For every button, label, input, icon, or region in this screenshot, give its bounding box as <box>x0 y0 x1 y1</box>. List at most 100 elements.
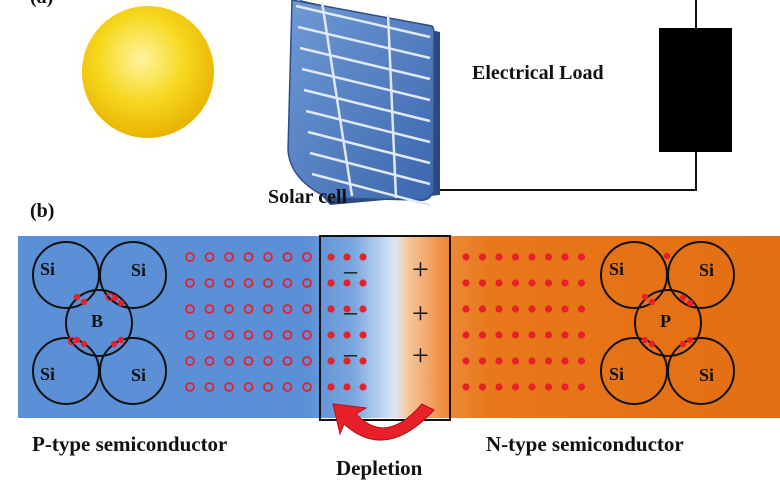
electron <box>544 279 553 287</box>
electron <box>343 279 351 287</box>
electron <box>495 279 503 287</box>
electron <box>327 305 335 313</box>
electron <box>462 383 470 391</box>
hole <box>282 382 293 392</box>
hole <box>263 330 273 340</box>
panel-b-label: (b) <box>30 200 55 222</box>
electron <box>462 305 470 313</box>
electron <box>577 253 586 261</box>
electron <box>544 253 553 261</box>
electron <box>511 305 520 313</box>
electron <box>511 253 520 261</box>
electron <box>561 357 569 365</box>
electron <box>495 357 503 365</box>
electron <box>343 383 351 391</box>
p-type-label: P-type semiconductor <box>32 432 228 456</box>
hole <box>224 252 234 262</box>
hole <box>243 304 254 314</box>
n-type-electrons <box>327 253 586 391</box>
panel-a-label: (a) <box>30 0 53 9</box>
p-lattice-atom-si-2: Si <box>131 260 147 280</box>
electron <box>528 331 536 339</box>
p-lattice-atom-b: B <box>91 311 104 331</box>
hole <box>204 278 215 288</box>
electron <box>544 305 553 313</box>
n-type-lattice <box>600 241 735 405</box>
electron <box>561 279 569 287</box>
n-lattice-atom-p: P <box>660 311 671 331</box>
hole <box>185 382 195 392</box>
electron <box>462 357 470 365</box>
electron <box>528 279 536 287</box>
hole <box>224 356 234 366</box>
electron <box>561 253 569 261</box>
solar-cell-diagram <box>18 0 780 441</box>
p-lattice-atom-si-3: Si <box>40 364 56 384</box>
electron <box>327 331 335 339</box>
solar-panel <box>287 0 440 207</box>
electron <box>544 331 553 339</box>
electron <box>462 331 470 339</box>
n-lattice-atom-si-2: Si <box>699 260 715 280</box>
hole <box>224 330 234 340</box>
electron <box>462 279 470 287</box>
electron <box>359 331 367 339</box>
electron <box>495 305 503 313</box>
negative-charge-1: – <box>344 256 357 285</box>
pn-junction-band <box>18 236 780 418</box>
n-lattice-atom-si-1: Si <box>609 259 625 279</box>
hole <box>243 382 254 392</box>
electron <box>327 383 335 391</box>
depletion-arrow <box>332 403 435 441</box>
p-type-lattice <box>32 241 167 405</box>
hole <box>204 252 215 262</box>
electron <box>577 279 586 287</box>
hole <box>224 278 234 288</box>
hole <box>263 382 273 392</box>
electron <box>495 383 503 391</box>
electron <box>577 383 586 391</box>
hole <box>224 382 234 392</box>
hole <box>204 382 215 392</box>
electrical-load-box <box>659 28 732 152</box>
hole <box>243 278 254 288</box>
hole <box>243 356 254 366</box>
hole <box>243 330 254 340</box>
electron <box>478 383 487 391</box>
electron <box>544 383 553 391</box>
electron <box>478 279 487 287</box>
electron <box>561 383 569 391</box>
negative-charge-2: – <box>344 297 357 326</box>
hole <box>185 356 195 366</box>
n-lattice-atom-si-4: Si <box>699 365 715 385</box>
electron <box>359 357 367 365</box>
hole <box>263 278 273 288</box>
electron <box>343 253 351 261</box>
electron <box>478 357 487 365</box>
hole <box>302 278 312 288</box>
electron <box>577 331 586 339</box>
electron <box>343 357 351 365</box>
electron <box>511 331 520 339</box>
hole <box>224 304 234 314</box>
electron <box>478 305 487 313</box>
electron <box>359 253 367 261</box>
electron <box>462 253 470 261</box>
electron <box>478 331 487 339</box>
hole <box>185 330 195 340</box>
hole <box>263 252 273 262</box>
hole <box>185 252 195 262</box>
hole <box>185 278 195 288</box>
electron <box>511 279 520 287</box>
electron <box>511 383 520 391</box>
electron <box>528 383 536 391</box>
n-type-label: N-type semiconductor <box>486 432 684 456</box>
hole <box>263 304 273 314</box>
hole <box>185 304 195 314</box>
electron <box>511 357 520 365</box>
hole <box>282 356 293 366</box>
electron <box>544 357 553 365</box>
hole <box>204 330 215 340</box>
hole <box>282 330 293 340</box>
positive-charge-1: + <box>412 253 429 286</box>
